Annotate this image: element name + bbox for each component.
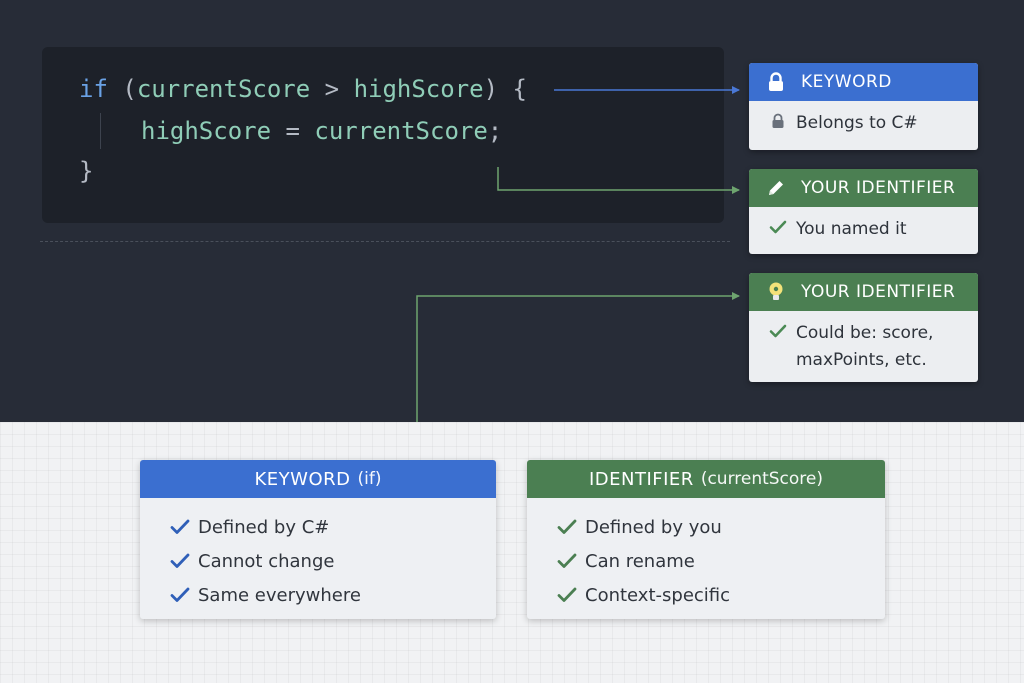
close-paren-brace: ) { bbox=[483, 75, 527, 103]
callout-identifier-2-line: Could be: score,maxPoints, etc. bbox=[769, 320, 964, 374]
greater-than-operator: > bbox=[324, 75, 340, 103]
identifier-connector-arrow-1 bbox=[497, 167, 740, 194]
lightbulb-icon bbox=[765, 281, 787, 303]
check-icon bbox=[170, 518, 190, 536]
callout-keyword-line: Belongs to C# bbox=[769, 110, 964, 137]
identifier-card-subtitle: (currentScore) bbox=[700, 469, 824, 489]
callout-identifier-2-body: Could be: score,maxPoints, etc. bbox=[749, 311, 978, 374]
lock-icon bbox=[765, 71, 787, 93]
assignment-operator: = bbox=[285, 117, 300, 145]
identifier-current-score: currentScore bbox=[136, 75, 311, 103]
callout-identifier-1-title: YOUR IDENTIFIER bbox=[801, 178, 956, 198]
callout-identifier-2-title: YOUR IDENTIFIER bbox=[801, 282, 956, 302]
dashed-divider bbox=[40, 241, 730, 242]
identifier-high-score: highScore bbox=[353, 75, 484, 103]
callout-keyword-header: KEYWORD bbox=[749, 63, 978, 101]
identifier-connector-arrow-2 bbox=[416, 292, 740, 422]
identifier-card-title: IDENTIFIER bbox=[588, 468, 694, 490]
identifier-high-score-assign: highScore bbox=[141, 117, 272, 145]
code-line-1: if (currentScore > highScore) { bbox=[79, 75, 527, 103]
callout-identifier-1-body: You named it bbox=[749, 207, 978, 243]
identifier-current-score-value: currentScore bbox=[314, 117, 488, 145]
check-icon bbox=[769, 219, 787, 235]
code-panel bbox=[42, 47, 724, 223]
keyword-card-title: KEYWORD bbox=[254, 468, 351, 490]
list-item: Defined by you bbox=[557, 510, 885, 544]
callout-your-identifier-1: YOUR IDENTIFIER You named it bbox=[749, 169, 978, 254]
check-icon bbox=[557, 586, 577, 604]
keyword-card-body: Defined by C# Cannot change Same everywh… bbox=[140, 498, 496, 612]
check-icon bbox=[557, 518, 577, 536]
list-item: Defined by C# bbox=[170, 510, 496, 544]
callout-identifier-1-line: You named it bbox=[769, 216, 964, 243]
callout-keyword: KEYWORD Belongs to C# bbox=[749, 63, 978, 150]
code-line-3: } bbox=[79, 157, 94, 185]
identifier-card-header: IDENTIFIER (currentScore) bbox=[527, 460, 885, 498]
indent-guide bbox=[100, 113, 101, 149]
semicolon: ; bbox=[487, 117, 503, 145]
list-item: Context-specific bbox=[557, 578, 885, 612]
callout-identifier-2-header: YOUR IDENTIFIER bbox=[749, 273, 978, 311]
lock-icon bbox=[769, 113, 787, 129]
check-icon bbox=[557, 552, 577, 570]
keyword-if: if bbox=[79, 75, 108, 103]
pencil-icon bbox=[765, 177, 787, 199]
identifier-card: IDENTIFIER (currentScore) Defined by you … bbox=[527, 460, 885, 619]
keyword-card: KEYWORD (if) Defined by C# Cannot change … bbox=[140, 460, 496, 619]
open-paren: ( bbox=[122, 75, 137, 103]
check-icon bbox=[170, 552, 190, 570]
identifier-card-body: Defined by you Can rename Context-specif… bbox=[527, 498, 885, 612]
keyword-card-subtitle: (if) bbox=[357, 469, 382, 489]
callout-keyword-body: Belongs to C# bbox=[749, 101, 978, 137]
callout-your-identifier-2: YOUR IDENTIFIER Could be: score,maxPoint… bbox=[749, 273, 978, 382]
callout-identifier-2-text: Could be: score,maxPoints, etc. bbox=[796, 323, 934, 370]
callout-keyword-title: KEYWORD bbox=[801, 72, 892, 92]
list-item: Can rename bbox=[557, 544, 885, 578]
keyword-card-header: KEYWORD (if) bbox=[140, 460, 496, 498]
list-item: Cannot change bbox=[170, 544, 496, 578]
check-icon bbox=[769, 323, 787, 339]
code-line-2: highScore = currentScore; bbox=[141, 117, 502, 145]
check-icon bbox=[170, 586, 190, 604]
callout-identifier-1-header: YOUR IDENTIFIER bbox=[749, 169, 978, 207]
list-item: Same everywhere bbox=[170, 578, 496, 612]
